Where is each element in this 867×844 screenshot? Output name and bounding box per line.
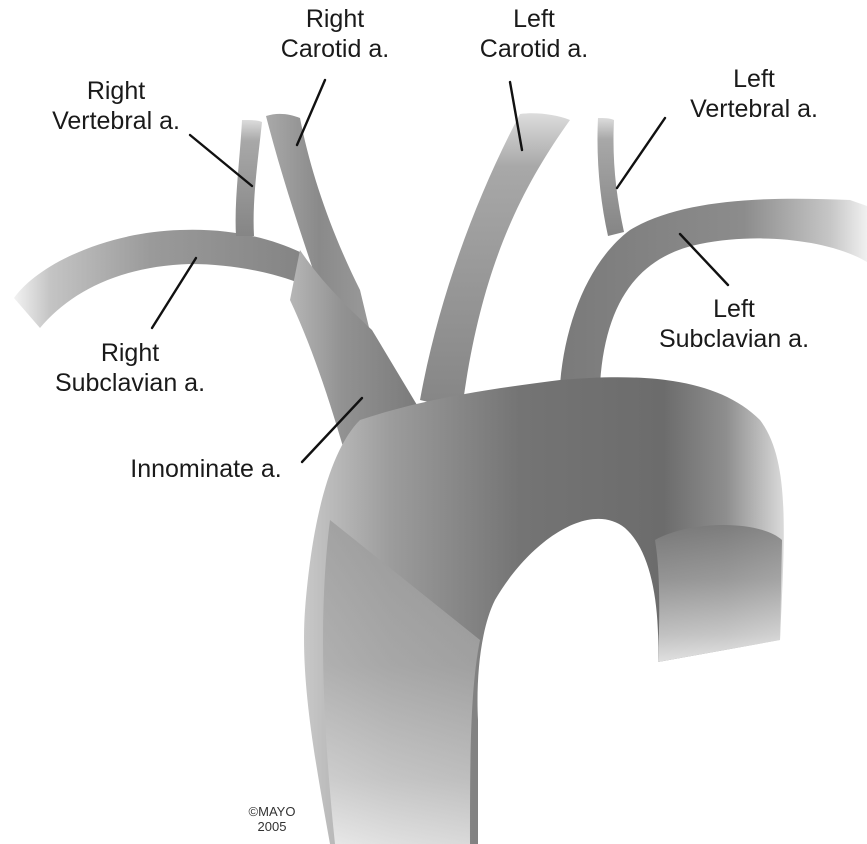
label-right-vertebral: Right Vertebral a. xyxy=(24,76,208,136)
copyright-line1: ©MAYO xyxy=(232,804,312,819)
label-left-carotid-line1: Left xyxy=(464,4,604,34)
label-left-vertebral-line1: Left xyxy=(664,64,844,94)
left-carotid-artery xyxy=(420,113,570,410)
label-right-subclavian: Right Subclavian a. xyxy=(32,338,228,398)
leader-right-carotid xyxy=(297,80,325,145)
label-right-carotid-line1: Right xyxy=(270,4,400,34)
label-left-subclavian-line2: Subclavian a. xyxy=(634,324,834,354)
leader-left-vertebral xyxy=(617,118,665,188)
leader-right-subclavian xyxy=(152,258,196,328)
right-subclavian-artery xyxy=(14,230,318,328)
left-vertebral-artery xyxy=(597,118,624,236)
label-right-subclavian-line1: Right xyxy=(32,338,228,368)
label-left-carotid: Left Carotid a. xyxy=(464,4,604,64)
label-innominate-line1: Innominate a. xyxy=(108,454,304,484)
label-right-vertebral-line1: Right xyxy=(24,76,208,106)
label-left-vertebral: Left Vertebral a. xyxy=(664,64,844,124)
label-right-carotid-line2: Carotid a. xyxy=(270,34,400,64)
copyright-credit: ©MAYO 2005 xyxy=(232,804,312,834)
label-left-vertebral-line2: Vertebral a. xyxy=(664,94,844,124)
label-innominate: Innominate a. xyxy=(108,454,304,484)
label-left-subclavian: Left Subclavian a. xyxy=(634,294,834,354)
right-vertebral-artery xyxy=(236,120,262,236)
descending-aorta-shading xyxy=(655,525,782,662)
label-right-vertebral-line2: Vertebral a. xyxy=(24,106,208,136)
copyright-line2: 2005 xyxy=(232,819,312,834)
label-left-carotid-line2: Carotid a. xyxy=(464,34,604,64)
label-right-carotid: Right Carotid a. xyxy=(270,4,400,64)
label-left-subclavian-line1: Left xyxy=(634,294,834,324)
label-right-subclavian-line2: Subclavian a. xyxy=(32,368,228,398)
